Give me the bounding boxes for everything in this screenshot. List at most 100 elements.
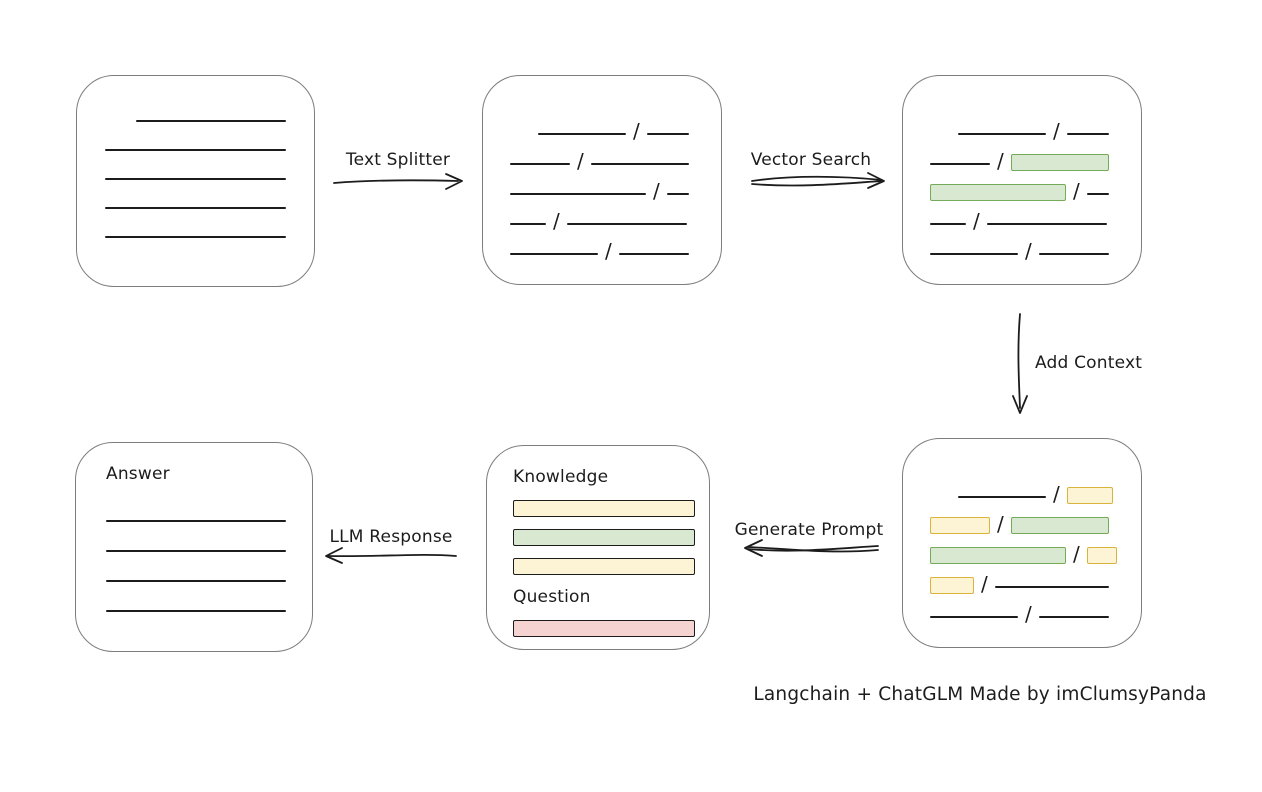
chunk-row: / bbox=[930, 142, 1119, 172]
red-prompt-bar bbox=[513, 620, 695, 637]
slash-separator: / bbox=[653, 179, 660, 203]
slash-separator: / bbox=[633, 119, 640, 143]
text-line bbox=[930, 253, 1018, 255]
text-line bbox=[106, 550, 286, 552]
vector-matches-box: ///// bbox=[902, 75, 1142, 285]
chunk-row: / bbox=[510, 142, 699, 172]
answer-lines bbox=[106, 520, 312, 612]
knowledge-bars bbox=[513, 500, 709, 575]
indent-space bbox=[510, 141, 538, 142]
green-chunk-bar bbox=[930, 547, 1066, 564]
chunk-row: / bbox=[510, 172, 699, 202]
text-line bbox=[930, 616, 1018, 618]
text-line bbox=[994, 586, 1109, 588]
slash-separator: / bbox=[981, 572, 988, 596]
llm-response-arrow bbox=[325, 547, 457, 564]
document-lines bbox=[105, 120, 286, 238]
yellow-chunk-bar bbox=[930, 517, 990, 534]
text-line bbox=[930, 163, 990, 165]
llm-response-label: LLM Response bbox=[329, 527, 453, 547]
text-line bbox=[106, 610, 286, 612]
split-text-box: / / / / / bbox=[482, 75, 722, 285]
question-label: Question bbox=[513, 587, 591, 607]
chunk-row: / bbox=[510, 112, 699, 142]
add-context-arrow bbox=[1012, 313, 1028, 414]
answer-label: Answer bbox=[106, 464, 170, 484]
chunk-row: / bbox=[930, 595, 1119, 625]
yellow-prompt-bar bbox=[513, 500, 695, 517]
slash-separator: / bbox=[577, 149, 584, 173]
slash-separator: / bbox=[997, 149, 1004, 173]
text-line bbox=[136, 120, 286, 122]
text-line bbox=[510, 193, 646, 195]
text-line bbox=[106, 520, 286, 522]
generate-prompt-arrow bbox=[744, 539, 879, 557]
vector-search-arrow bbox=[751, 172, 885, 189]
slash-separator: / bbox=[1053, 482, 1060, 506]
text-line bbox=[510, 253, 598, 255]
text-line bbox=[958, 496, 1046, 498]
text-line bbox=[566, 223, 687, 225]
green-chunk-bar bbox=[1010, 517, 1109, 534]
yellow-prompt-bar bbox=[513, 558, 695, 575]
text-line bbox=[1038, 253, 1109, 255]
context-assembly-rows: / / / / / bbox=[930, 475, 1119, 625]
footer-credit: Langchain + ChatGLM Made by imClumsyPand… bbox=[753, 684, 1207, 705]
text-splitter-label: Text Splitter bbox=[345, 150, 451, 170]
slash-separator: / bbox=[1025, 602, 1032, 626]
context-assembly-box: / / / / / bbox=[902, 438, 1142, 648]
chunk-row: / bbox=[930, 505, 1119, 535]
chunk-row: / bbox=[930, 565, 1119, 595]
indent-space bbox=[930, 504, 958, 505]
text-splitter-arrow bbox=[333, 173, 463, 190]
text-line bbox=[666, 193, 689, 195]
text-line bbox=[1086, 193, 1109, 195]
chunk-row: / bbox=[930, 232, 1119, 262]
indent-space bbox=[930, 141, 958, 142]
slash-separator: / bbox=[973, 209, 980, 233]
slash-separator: / bbox=[1073, 542, 1080, 566]
text-line bbox=[958, 133, 1046, 135]
chunk-row: / bbox=[930, 202, 1119, 232]
text-line bbox=[590, 163, 689, 165]
chunk-row: / bbox=[510, 232, 699, 262]
text-line bbox=[986, 223, 1107, 225]
text-line bbox=[1066, 133, 1109, 135]
text-line bbox=[930, 223, 966, 225]
answer-box: Answer bbox=[75, 442, 313, 652]
green-chunk-bar bbox=[930, 184, 1066, 201]
text-line bbox=[618, 253, 689, 255]
chunk-row: / bbox=[930, 535, 1119, 565]
text-line bbox=[105, 207, 286, 209]
text-line bbox=[510, 223, 546, 225]
text-line bbox=[105, 236, 286, 238]
slash-separator: / bbox=[1053, 119, 1060, 143]
text-line bbox=[538, 133, 626, 135]
text-line bbox=[105, 149, 286, 151]
text-line bbox=[1038, 616, 1109, 618]
add-context-label: Add Context bbox=[1035, 353, 1143, 373]
chunk-row: / bbox=[930, 172, 1119, 202]
slash-separator: / bbox=[605, 239, 612, 263]
split-text-rows: / / / / / bbox=[510, 112, 699, 262]
yellow-chunk-bar bbox=[1086, 547, 1117, 564]
slash-separator: / bbox=[553, 209, 560, 233]
text-line bbox=[510, 163, 570, 165]
document-box bbox=[76, 75, 315, 287]
slash-separator: / bbox=[997, 512, 1004, 536]
chunk-row: / bbox=[930, 475, 1119, 505]
green-prompt-bar bbox=[513, 529, 695, 546]
vector-matches-rows: ///// bbox=[930, 112, 1119, 262]
slash-separator: / bbox=[1073, 179, 1080, 203]
yellow-chunk-bar bbox=[1066, 487, 1113, 504]
green-chunk-bar bbox=[1010, 154, 1109, 171]
question-bars bbox=[513, 620, 709, 637]
chunk-row: / bbox=[930, 112, 1119, 142]
yellow-chunk-bar bbox=[930, 577, 974, 594]
chunk-row: / bbox=[510, 202, 699, 232]
generate-prompt-label: Generate Prompt bbox=[734, 520, 884, 540]
vector-search-label: Vector Search bbox=[750, 150, 872, 170]
text-line bbox=[106, 580, 286, 582]
prompt-box: Knowledge Question bbox=[486, 445, 710, 650]
